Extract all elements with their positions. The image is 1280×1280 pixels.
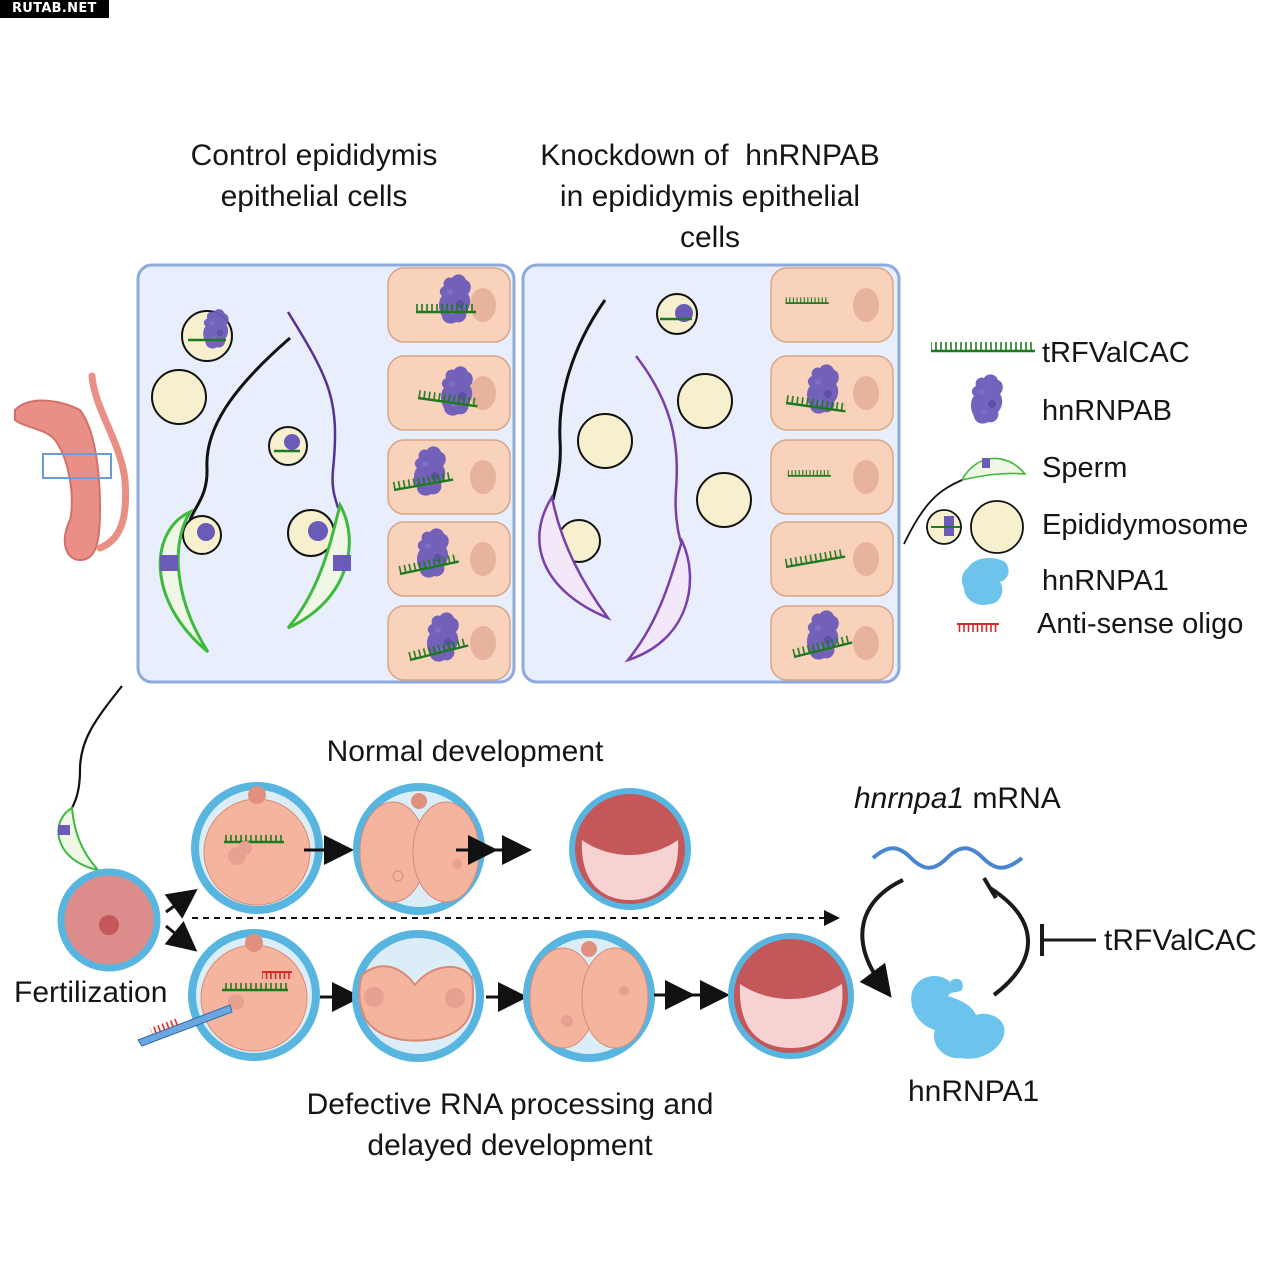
defective-development-row [137,933,854,1059]
knockdown-panel [521,263,901,684]
blastocyst-normal [569,788,691,910]
mrna-suffix: mRNA [964,782,1061,815]
legend-label-trf: tRFValCAC [1042,337,1190,369]
legend-label-hnrnpa1: hnRNPA1 [1042,565,1169,597]
zygote-normal [195,786,319,910]
legend-label-hnrnpab: hnRNPAB [1042,395,1173,427]
hnrnpab-protein-icon [971,374,1003,424]
zygote-injected [137,933,316,1057]
knockdown-epithelial-cells [770,267,894,681]
knockdown-title-line-1: Knockdown of hnRNPAB [540,139,880,172]
trf-comb-icon [931,342,1035,353]
control-panel-title: Control epididymis epithelial cells [160,135,468,217]
control-epithelial-cells [387,267,511,681]
legend-icons [903,342,1035,632]
defective-development-label: Defective RNA processing and delayed dev… [250,1084,770,1166]
control-epididymosomes [151,309,335,557]
defective-line-2: delayed development [367,1129,653,1162]
mrna-wave-icon [871,846,1024,870]
hnrnpa1-protein-large-icon [911,976,1005,1059]
mrna-label: hnrnpa1 mRNA [854,778,1061,819]
mrna-gene-name: hnrnpa1 [854,782,965,815]
injection-pipette-icon [137,1004,233,1047]
oocyte [57,868,161,972]
knockdown-sperm [538,299,692,663]
control-title-line-1: Control epididymis [190,139,438,172]
watermark: RUTAB.NET [0,0,109,18]
hnrnpa1-label: hnRNPA1 [908,1075,1040,1108]
knockdown-panel-title: Knockdown of hnRNPAB in epididymis epith… [508,135,912,258]
antisense-oligo-icon [957,623,999,632]
arrow-to-defective [164,920,198,952]
legend-label-epididymosome: Epididymosome [1042,509,1249,541]
control-panel [136,263,516,684]
trf-inhibitor-label: tRFValCAC [1104,924,1257,957]
legend-label-antisense-oligo: Anti-sense oligo [1037,608,1244,640]
knockdown-title-line-3: cells [679,221,740,254]
two-cell-delayed [527,934,651,1058]
arrow-to-normal [164,888,198,919]
translation-arrow [859,878,904,998]
blastocyst-delayed [728,933,854,1059]
hnrnpa1-protein-icon [961,558,1009,606]
epididymis-organ-icon [14,372,130,562]
legend-label-sperm: Sperm [1042,452,1128,484]
fertilization-label: Fertilization [14,976,168,1009]
knockdown-epididymosomes [557,293,752,563]
pathway-diagram [859,846,1096,1059]
epididymosome-icon [926,500,1024,554]
control-title-line-2: epithelial cells [220,180,408,213]
two-cell-normal [357,787,481,911]
abnormal-embryo [356,934,480,1058]
sperm-icon [903,457,1027,545]
zoom-region-box [42,453,112,479]
fertilizing-sperm [57,685,123,872]
normal-development-row [195,786,691,911]
defective-line-1: Defective RNA processing and [306,1088,714,1121]
knockdown-title-line-2: in epididymis epithelial [559,180,861,213]
inhibition-arc [988,886,1030,997]
control-sperm [158,311,351,654]
normal-development-label: Normal development [326,735,604,768]
